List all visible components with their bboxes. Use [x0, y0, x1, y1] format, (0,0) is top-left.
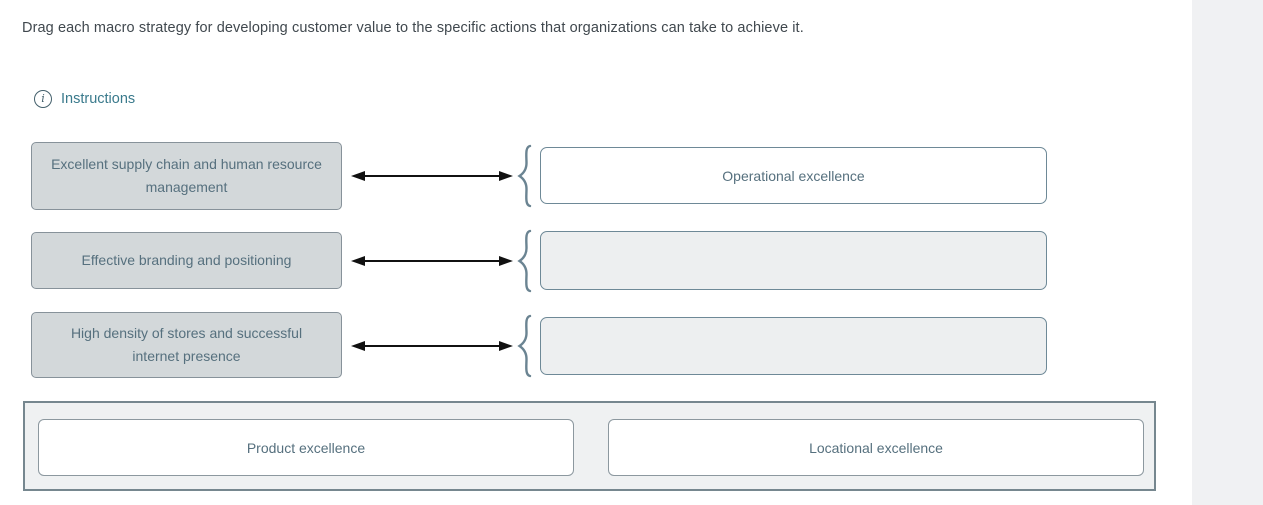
drag-tile-product-excellence[interactable]: Product excellence [38, 419, 574, 476]
question-prompt: Drag each macro strategy for developing … [22, 20, 804, 36]
brace-icon [517, 144, 532, 208]
drag-tile-store-density[interactable]: High density of stores and successful in… [31, 312, 342, 378]
page-gutter [1192, 0, 1263, 505]
drop-zone-operational[interactable]: Operational excellence [540, 147, 1047, 204]
drop-zone-empty-2[interactable] [540, 231, 1047, 290]
drag-tile-locational-excellence[interactable]: Locational excellence [608, 419, 1144, 476]
double-arrow-icon [351, 256, 513, 266]
answer-tray: Product excellence Locational excellence [23, 401, 1156, 491]
double-arrow-icon [351, 341, 513, 351]
brace-icon [517, 229, 532, 293]
info-circle-icon: i [34, 90, 52, 108]
brace-icon [517, 314, 532, 378]
drag-tile-branding[interactable]: Effective branding and positioning [31, 232, 342, 289]
drag-tile-supply-chain[interactable]: Excellent supply chain and human resourc… [31, 142, 342, 210]
drop-zone-empty-3[interactable] [540, 317, 1047, 375]
instructions-link[interactable]: i Instructions [34, 90, 135, 108]
double-arrow-icon [351, 171, 513, 181]
instructions-label: Instructions [61, 91, 136, 107]
